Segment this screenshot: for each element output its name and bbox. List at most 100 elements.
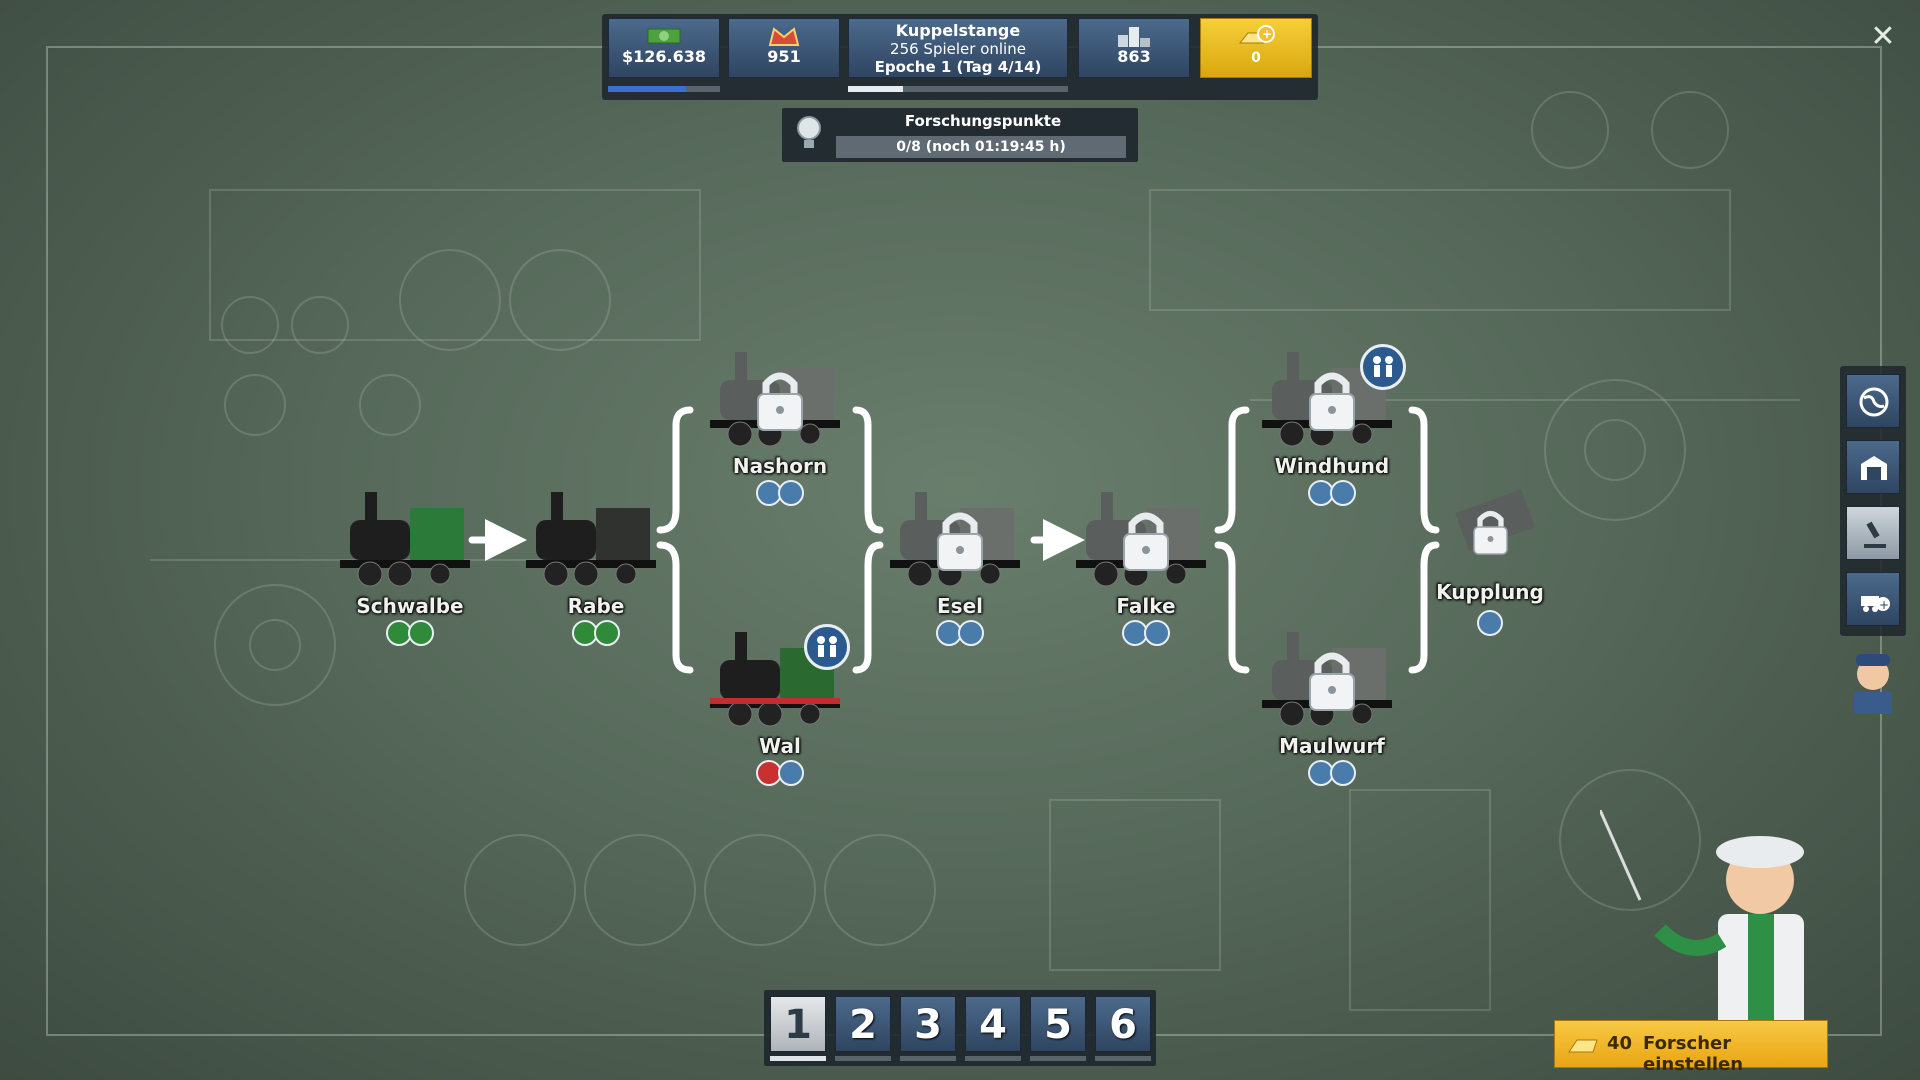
gold-value: 0: [1251, 50, 1261, 66]
search-badge-icon: [958, 620, 984, 646]
top-hud: $126.638 951 Kuppelstange 256 Spieler on…: [602, 14, 1318, 100]
money-display[interactable]: $126.638: [608, 18, 720, 78]
gold-bars-icon: [1568, 1039, 1598, 1053]
research-points-panel: Forschungspunkte 0/8 (noch 01:19:45 h): [782, 108, 1138, 162]
locomotive-badges: [1232, 480, 1432, 506]
page-button-5[interactable]: 5: [1030, 996, 1086, 1052]
locomotive-node[interactable]: Wal: [680, 610, 880, 786]
locomotive-name: Esel: [937, 594, 983, 618]
locomotive-badges: [1232, 760, 1432, 786]
microscope-icon: [1864, 521, 1886, 548]
svg-text:+: +: [1262, 27, 1272, 41]
padlock-icon: [757, 372, 803, 431]
locomotive-node[interactable]: Esel: [860, 470, 1060, 646]
locomotive-node[interactable]: Maulwurf: [1232, 610, 1432, 786]
locomotive-name: Wal: [759, 734, 801, 758]
depot-icon: [1861, 456, 1887, 480]
podium-icon: [1118, 27, 1150, 47]
padlock-icon: [1309, 652, 1355, 711]
page-button-3[interactable]: 3: [900, 996, 956, 1052]
locomotive-name: Nashorn: [732, 454, 828, 478]
svg-text:+: +: [1879, 598, 1889, 612]
search-badge-icon: [408, 620, 434, 646]
page-button-2[interactable]: 2: [835, 996, 891, 1052]
right-toolbar: +: [1840, 366, 1906, 636]
locomotive-name: Schwalbe: [356, 594, 464, 618]
locomotive-badges: [1390, 610, 1590, 636]
locomotive-node[interactable]: Falke: [1046, 470, 1246, 646]
professor-character: [1598, 809, 1880, 1040]
locomotive-badges: [1046, 620, 1246, 646]
money-progress-bar: [608, 86, 720, 92]
conductor-avatar[interactable]: [1844, 644, 1902, 714]
close-icon[interactable]: ✕: [1870, 19, 1896, 54]
page-progress-line: [770, 1056, 826, 1061]
search-badge-icon: [1144, 620, 1170, 646]
hire-researcher-button[interactable]: 40 Forscher einstellen: [1554, 1020, 1828, 1075]
locomotive-image: [710, 632, 840, 727]
locomotive-node[interactable]: Kupplung: [1390, 470, 1590, 640]
research-button[interactable]: [1846, 506, 1900, 560]
locomotive-badges: [680, 760, 880, 786]
prestige-icon: [768, 27, 800, 46]
search-badge-icon: [1330, 480, 1356, 506]
search-badge-icon: [594, 620, 620, 646]
train-badge-icon: [572, 620, 598, 646]
train-badge-icon: [756, 760, 782, 786]
players-online: 256 Spieler online: [890, 40, 1026, 58]
locomotive-node[interactable]: Windhund: [1232, 330, 1432, 506]
money-value: $126.638: [621, 47, 706, 66]
coupling-icon: [1477, 610, 1503, 636]
padlock-icon: [1309, 372, 1355, 431]
rank-display[interactable]: 863: [1078, 18, 1190, 78]
search-badge-icon: [778, 760, 804, 786]
locomotive-image: [340, 492, 470, 587]
locomotive-node[interactable]: Rabe: [496, 470, 696, 646]
research-title: Forschungspunkte: [904, 112, 1062, 130]
padlock-icon: [937, 512, 983, 571]
crew-icon: [1360, 344, 1406, 390]
locomotive-node[interactable]: Schwalbe: [310, 470, 510, 646]
add-train-button[interactable]: +: [1846, 572, 1900, 626]
server-info[interactable]: Kuppelstange 256 Spieler online Epoche 1…: [848, 18, 1068, 78]
prestige-display[interactable]: 951: [728, 18, 840, 78]
epoch-progress-bar: [848, 86, 1068, 92]
hire-cost: 40: [1607, 1033, 1633, 1054]
page-button-6[interactable]: 6: [1095, 996, 1151, 1052]
map-button[interactable]: [1846, 374, 1900, 428]
padlock-icon: [1123, 512, 1169, 571]
train-badge-icon: [1308, 760, 1334, 786]
globe-icon: [1859, 387, 1889, 417]
page-progress-line: [1030, 1056, 1086, 1061]
page-progress-line: [900, 1056, 956, 1061]
research-progress: 0/8 (noch 01:19:45 h): [836, 136, 1126, 158]
server-name: Kuppelstange: [895, 21, 1021, 40]
page-progress-line: [1095, 1056, 1151, 1061]
padlock-icon: [1473, 510, 1508, 555]
gold-display[interactable]: + 0: [1200, 18, 1312, 78]
locomotive-name: Windhund: [1274, 454, 1390, 478]
locomotive-badges: [496, 620, 696, 646]
locomotive-badges: [310, 620, 510, 646]
prestige-value: 951: [767, 47, 801, 66]
page-button-1[interactable]: 1: [770, 996, 826, 1052]
search-badge-icon: [778, 480, 804, 506]
hire-label: Forscher einstellen: [1643, 1033, 1744, 1075]
locomotive-node[interactable]: Nashorn: [680, 330, 880, 506]
train-badge-icon: [386, 620, 412, 646]
depot-button[interactable]: [1846, 440, 1900, 494]
page-progress-line: [965, 1056, 1021, 1061]
crew-icon: [804, 624, 850, 670]
locomotive-name: Falke: [1116, 594, 1176, 618]
epoch-label: Epoche 1 (Tag 4/14): [874, 58, 1042, 76]
money-icon: [647, 28, 681, 44]
locomotive-name: Maulwurf: [1279, 734, 1385, 758]
page-button-4[interactable]: 4: [965, 996, 1021, 1052]
gold-bars-icon: +: [1238, 25, 1275, 44]
locomotive-image: [526, 492, 656, 587]
locomotive-badges: [860, 620, 1060, 646]
page-progress-line: [835, 1056, 891, 1061]
rank-value: 863: [1117, 47, 1151, 66]
